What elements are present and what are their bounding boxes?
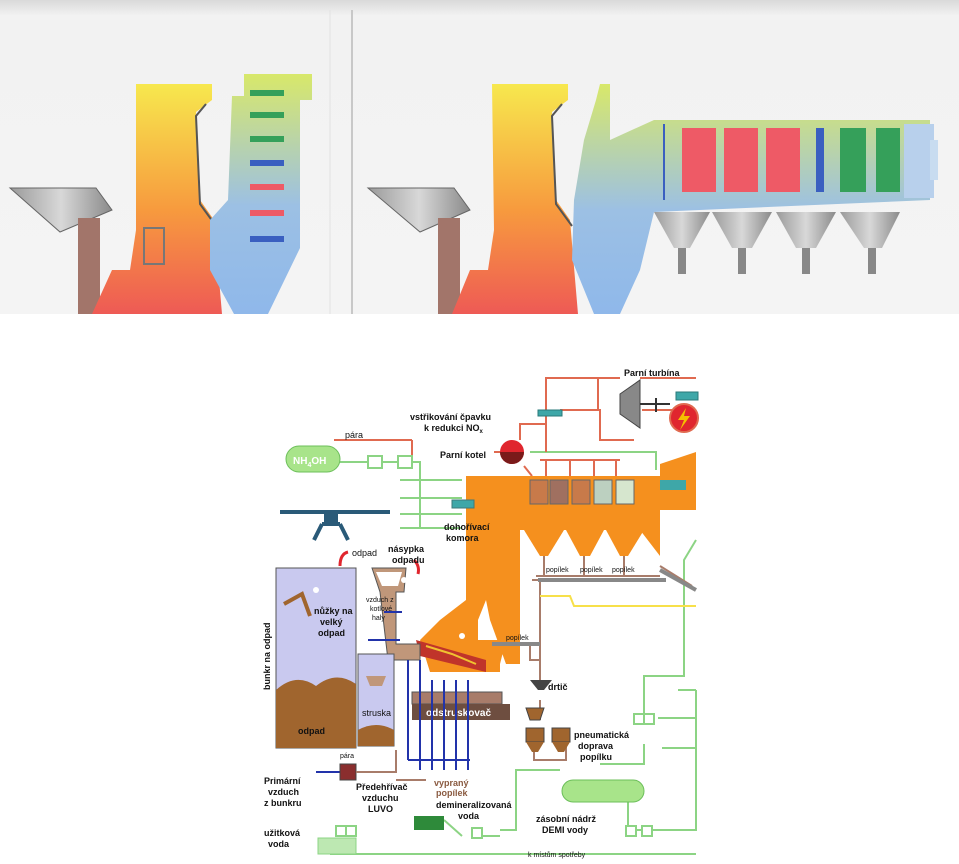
service-water-tank [317,837,357,855]
steam-label-top: pára [345,430,363,440]
steam-label-preheater: pára [340,753,354,760]
ammonia-injection-label-1: vstřikování čpavku [410,412,491,422]
pneumatic-label-3: popílku [580,752,612,762]
steam-turbine-label: Parní turbína [624,368,681,378]
slag-remover: odstruskovač [411,691,510,720]
primary-air-label-3: z bunkru [264,798,302,808]
air-from-hall-2: kotlové [370,606,392,613]
slag-label: struska [362,708,391,718]
bunker-label: bunkr na odpad [262,623,272,691]
boiler-body [416,452,696,672]
air-from-hall-3: haly [372,615,385,622]
waste-hopper [371,567,421,661]
steam-boiler-label: Parní kotel [440,450,486,460]
waste-crane [280,510,390,541]
fly-ash-label-4: popílek [506,635,529,642]
water-pumps [335,713,655,839]
boiler-right [366,84,938,314]
waste-pile-label: odpad [298,726,325,736]
boiler-left [8,74,312,314]
demin-water-tank [414,816,444,830]
air-from-hall-1: vzduch z [366,597,394,604]
demi-tank [561,779,645,803]
economiser-modules [529,479,686,505]
primary-air-label-2: vzduch [268,787,299,797]
steam-drum [500,440,524,464]
ammonia-injection-label-2: k redukci NOx [424,423,484,435]
service-water-label-1: užitková [264,828,301,838]
demin-water-label-2: voda [458,811,480,821]
top-illustration [0,0,959,314]
lightning-icon [678,408,690,430]
hopper-label-2: odpadu [392,555,425,565]
shears-label-2: velký [320,617,343,627]
afterburner-label-2: komora [446,533,480,543]
steam-turbine [537,379,699,433]
pneumatic-label-1: pneumatická [574,730,630,740]
waste-arrow-label: odpad [352,548,377,558]
fly-ash-label-1: popílek [546,567,569,574]
feed-arrows [338,550,420,575]
fly-ash-label-3: popílek [612,567,635,574]
hopper-label-1: násypka [388,544,425,554]
flue-gas-modules [663,124,900,200]
washed-ash-label-1: vypraný [434,778,469,788]
boiler-ash-hoppers [524,530,660,556]
ammonia-tank: NH4OH [285,445,413,473]
pneumatic-vessels [525,707,571,752]
boiler-indicator [451,499,475,509]
ash-hoppers-top [654,212,900,274]
primary-air-label-1: Primární [264,776,301,786]
flue-gas-line [540,595,696,607]
demin-water-label-1: demineralizovaná [436,800,513,810]
slag-remover-label: odstruskovač [426,708,491,719]
preheater-label-1: Předehřívač [356,782,408,792]
demi-tank-label-2: DEMI vody [542,825,588,835]
shears-label-3: odpad [318,628,345,638]
crusher-label: drtič [548,682,568,692]
waste-bunker: odpad bunkr na odpad [262,567,357,749]
ammonia-tank-label: NH4OH [293,456,326,469]
crusher [530,680,552,690]
demi-tank-label-1: zásobní nádrž [536,814,597,824]
tube-bundle-left [250,90,284,242]
washed-ash-label-2: popílek [436,788,468,798]
to-consumers-label: k místům spotřeby [528,851,586,859]
service-water-label-2: voda [268,839,290,849]
preheater-label-3: LUVO [368,804,393,814]
fly-ash-label-2: popílek [580,567,603,574]
air-lines [316,611,470,773]
slag-pit: struska [357,653,395,747]
shears-label-1: nůžky na [314,606,354,616]
preheater-label-2: vzduchu [362,793,399,803]
process-schematic: NH4OH odpad bunkr na odpad [262,368,699,859]
afterburner-label-1: dohořívací [444,522,490,532]
pneumatic-label-2: doprava [578,741,614,751]
air-preheater [339,750,397,781]
